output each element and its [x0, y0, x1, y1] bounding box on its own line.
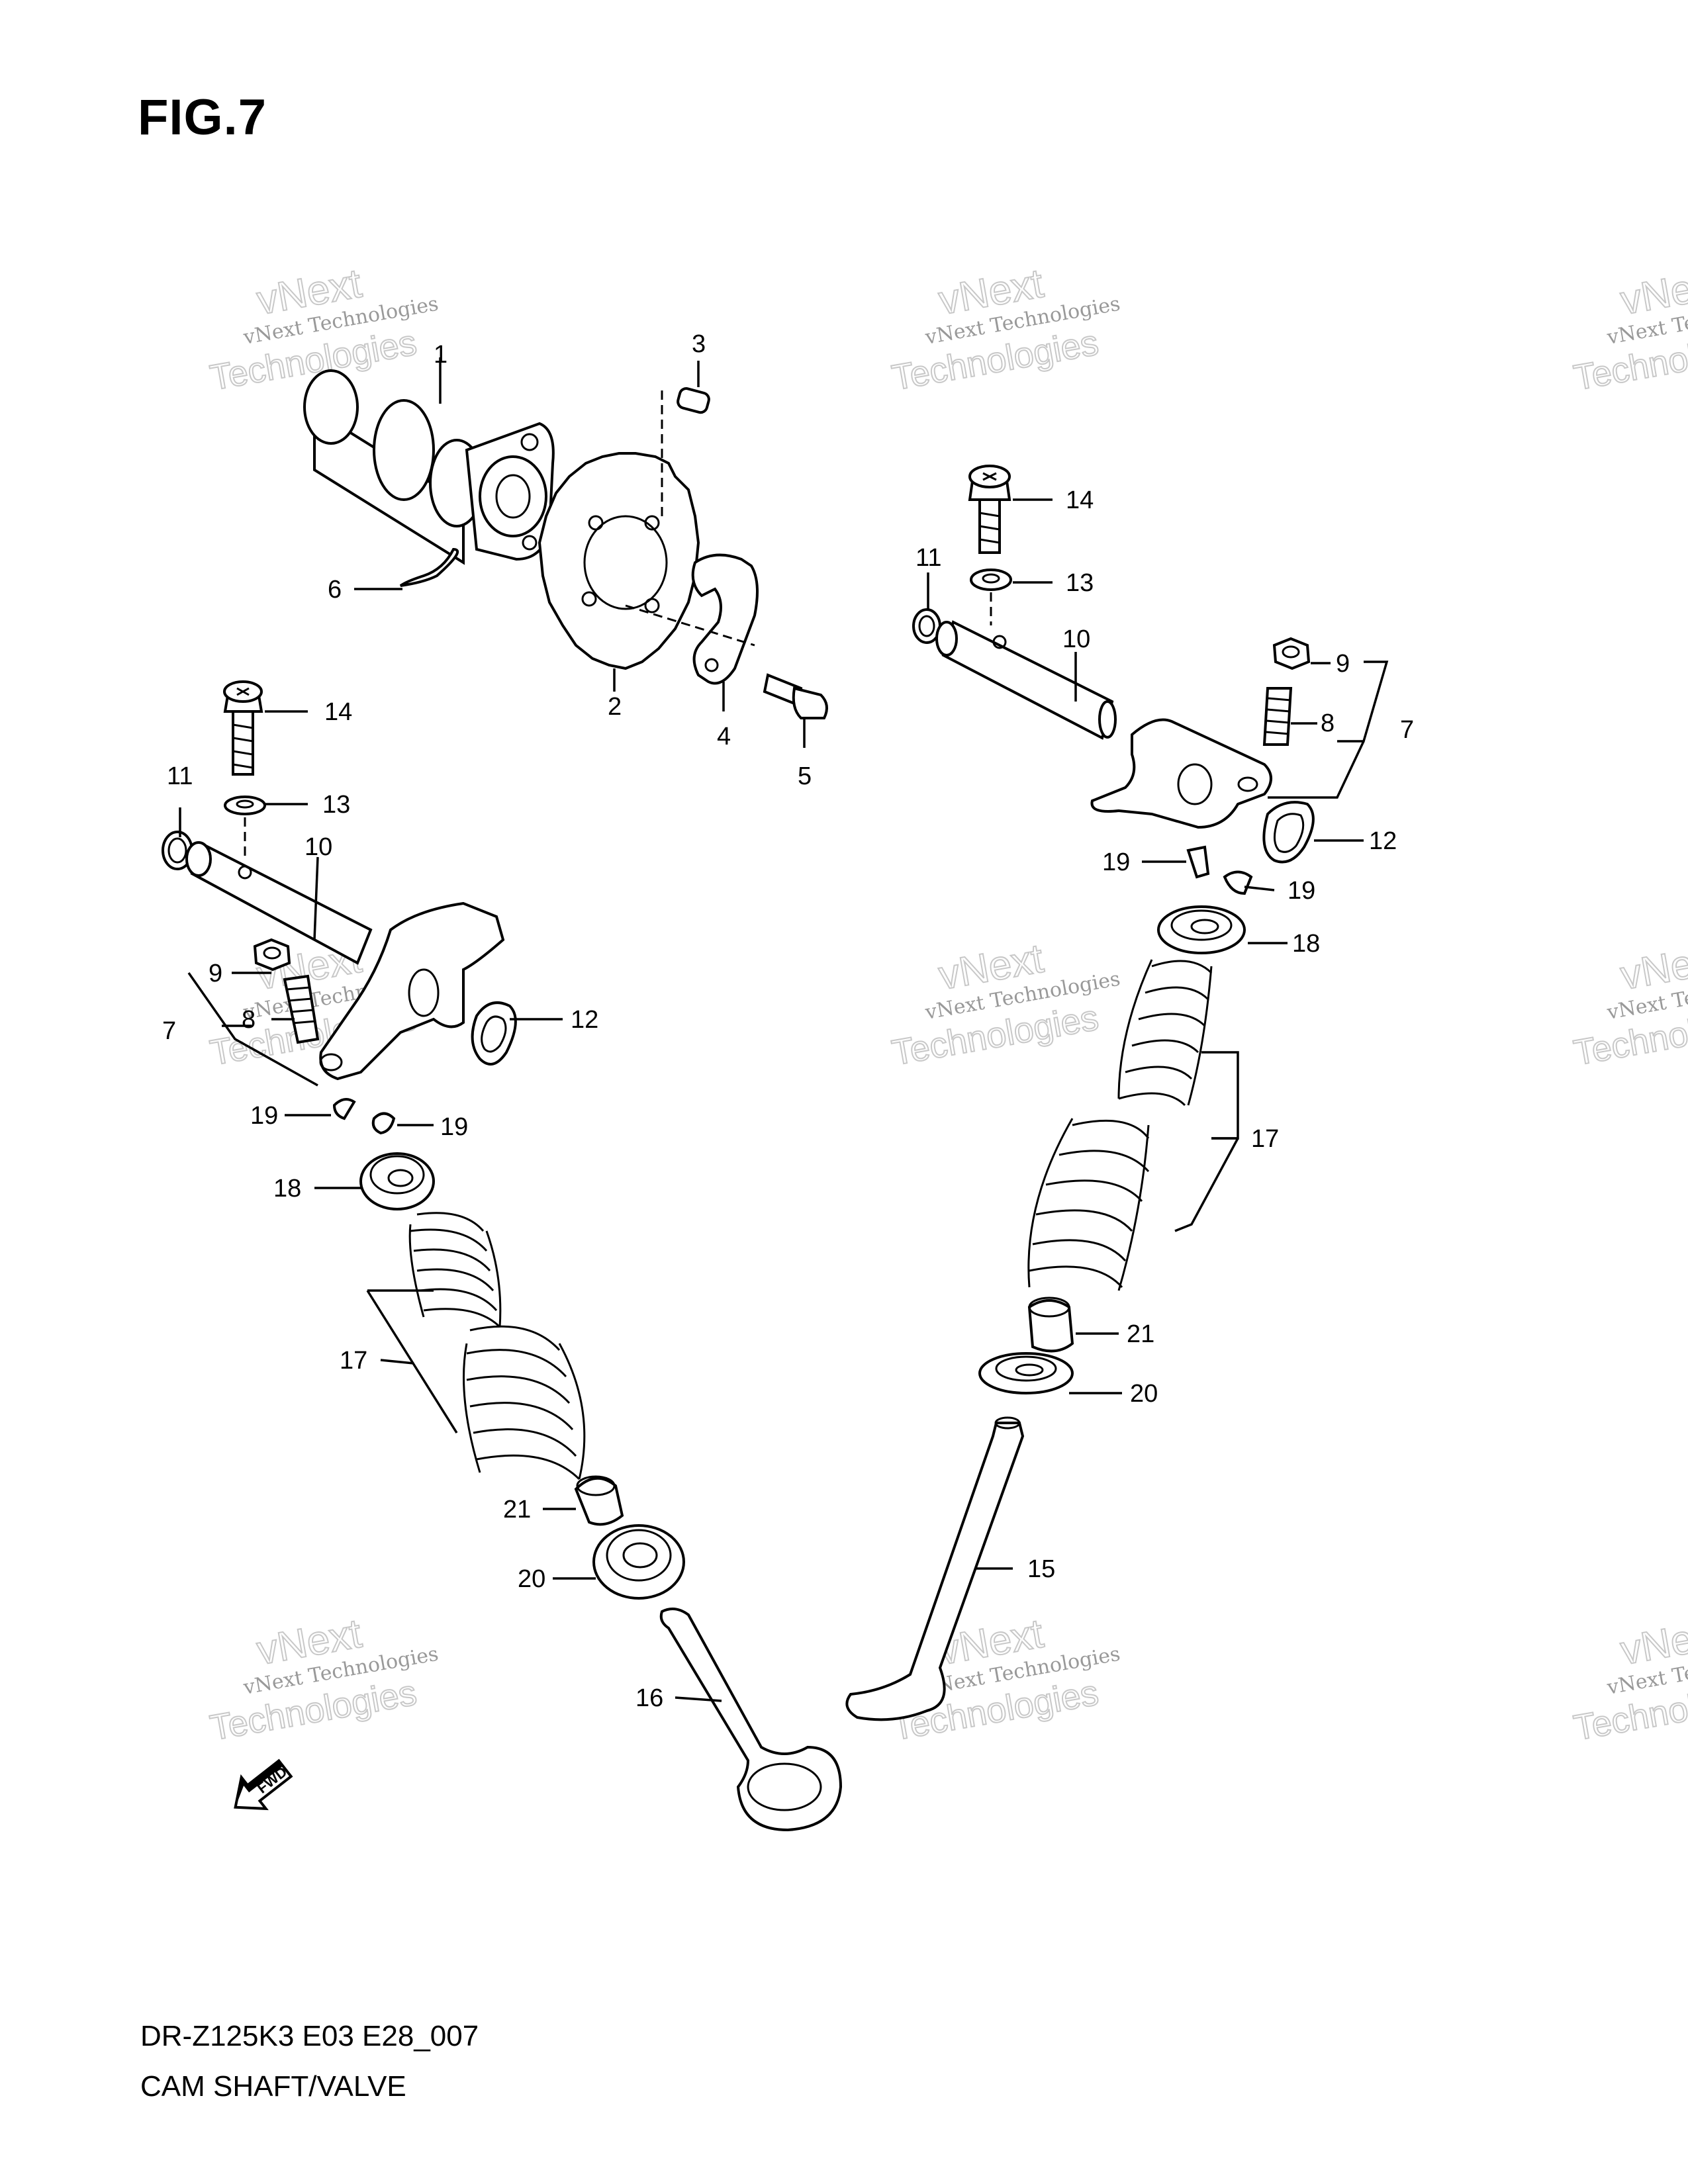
right-rocker-assembly: [845, 465, 1315, 1721]
callout-19a-right: 19: [1102, 848, 1130, 876]
callout-8-left: 8: [242, 1006, 256, 1034]
gasket-right: [1262, 801, 1315, 864]
callout-8-right: 8: [1321, 709, 1335, 737]
washer-right: [970, 569, 1012, 591]
leader-lines: [179, 357, 1389, 1702]
callout-10-right: 10: [1062, 625, 1090, 653]
callout-12-right: 12: [1369, 827, 1397, 855]
callout-7-left: 7: [162, 1017, 176, 1045]
figure-title: FIG.7: [138, 89, 267, 146]
callout-20-right: 20: [1130, 1380, 1158, 1408]
callout-21-left: 21: [503, 1496, 531, 1524]
adjuster-screw-right: [1262, 687, 1293, 746]
decomp-plate: [691, 553, 759, 685]
rocker-shaft-right: [935, 620, 1117, 740]
callout-14-left: 14: [324, 698, 352, 726]
callout-13-left: 13: [322, 791, 350, 819]
callout-4: 4: [717, 723, 731, 751]
callout-19b-left: 19: [440, 1113, 468, 1141]
section-title: CAM SHAFT/VALVE: [140, 2070, 406, 2103]
adjuster-screw-left: [283, 974, 320, 1044]
lock-nut-left: [253, 938, 291, 972]
callout-3: 3: [692, 330, 706, 358]
model-code: DR-Z125K3 E03 E28_007: [140, 2020, 479, 2052]
callout-6: 6: [328, 576, 342, 604]
callout-17-right: 17: [1251, 1125, 1279, 1153]
callout-14-right: 14: [1066, 486, 1094, 514]
valve-stem-seal-left: [574, 1475, 624, 1526]
spring-seat-right: [978, 1352, 1074, 1394]
callout-18-right: 18: [1292, 930, 1320, 958]
valve-cotters-right: [1186, 845, 1253, 895]
callout-2: 2: [608, 693, 622, 721]
spring-seat-left: [592, 1524, 685, 1600]
callout-12-left: 12: [571, 1006, 598, 1034]
callout-11-right: 11: [915, 544, 941, 572]
callout-20-left: 20: [518, 1565, 545, 1593]
intake-valve: [659, 1608, 843, 1832]
rocker-shaft-left: [185, 841, 373, 965]
callout-9-left: 9: [209, 960, 222, 987]
gasket-left: [471, 1001, 517, 1066]
washer-left: [224, 796, 266, 815]
valve-spring-outer-right: [1027, 1118, 1150, 1291]
callout-11-left: 11: [167, 762, 193, 790]
exhaust-valve: [845, 1416, 1025, 1721]
valve-stem-seal-right: [1027, 1297, 1074, 1353]
callout-5: 5: [798, 762, 812, 790]
spring-retainer-right: [1157, 905, 1246, 954]
dowel-pin: [677, 387, 710, 414]
rocker-shaft-bolt-left: [223, 680, 263, 776]
callout-labels: 1 2 3 4 5 6 7 8 9 10 11 12 13 14 16 17 1…: [162, 330, 1414, 1712]
sprocket-bolt: [763, 673, 828, 719]
valve-spring-inner-right: [1117, 959, 1213, 1107]
valve-spring-outer-left: [463, 1325, 586, 1480]
valve-cotters-left: [332, 1098, 396, 1135]
lock-nut-right: [1272, 637, 1311, 670]
left-rocker-assembly: [162, 680, 843, 1832]
valve-spring-inner-left: [408, 1212, 502, 1328]
rocker-shaft-bolt-right: [968, 465, 1011, 554]
callout-15: 15: [1027, 1555, 1055, 1583]
callout-21-right: 21: [1127, 1320, 1154, 1348]
callout-18-left: 18: [273, 1175, 301, 1203]
callout-1: 1: [434, 341, 447, 369]
callout-7-right: 7: [1400, 716, 1414, 744]
camshaft: [303, 369, 555, 565]
callout-9-right: 9: [1336, 650, 1350, 678]
cam-sprocket: [538, 452, 700, 670]
callout-17-left: 17: [340, 1347, 367, 1375]
fwd-arrow-icon: FWD: [234, 1758, 293, 1811]
rocker-arm-left: [319, 901, 505, 1081]
callout-19a-left: 19: [250, 1102, 278, 1130]
rocker-arm-right: [1090, 718, 1272, 829]
callout-13-right: 13: [1066, 569, 1094, 597]
callout-16: 16: [635, 1684, 663, 1712]
callout-10-left: 10: [305, 833, 332, 861]
retainer-clip: [399, 547, 459, 587]
callout-19b-right: 19: [1288, 877, 1315, 905]
spring-retainer-left: [359, 1152, 435, 1210]
